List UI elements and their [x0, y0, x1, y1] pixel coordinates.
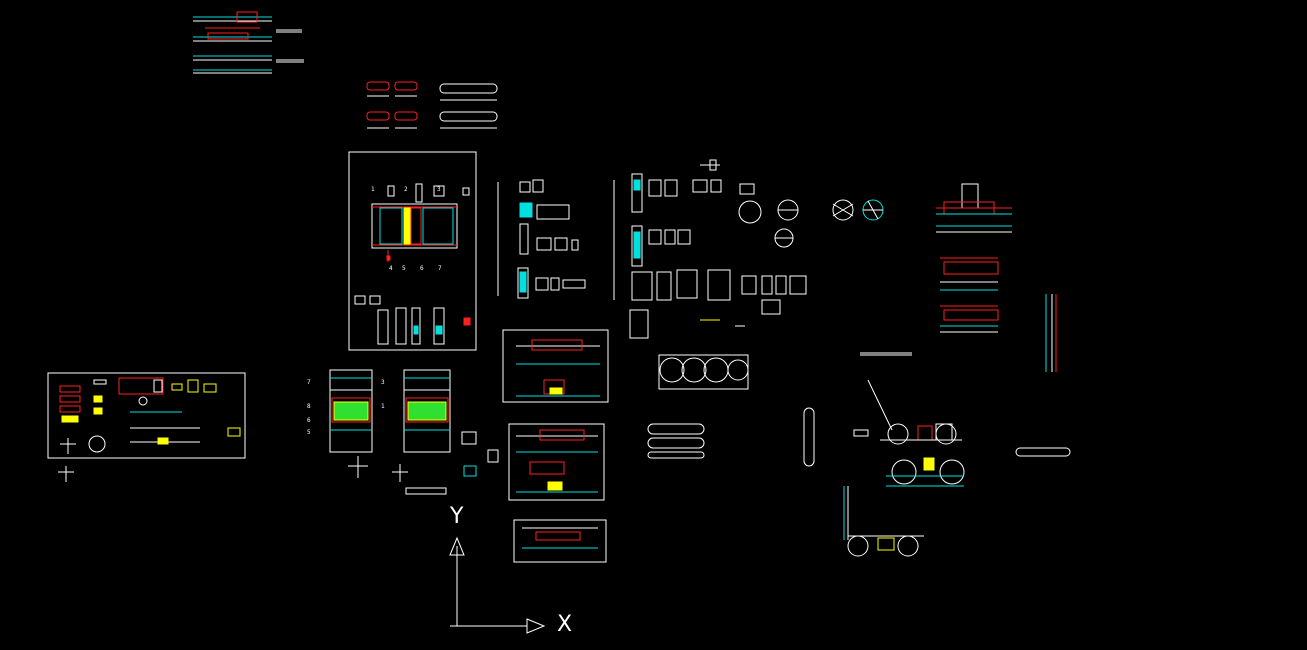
callout-5: 5: [402, 265, 406, 272]
conveyor-elevation-group[interactable]: [193, 11, 304, 74]
callout-6: 6: [420, 265, 424, 272]
front-callout-7: 7: [307, 379, 311, 386]
front-callout-5: 5: [307, 429, 311, 436]
right-conveyor-elevations[interactable]: [936, 183, 1057, 372]
cart-assemblies[interactable]: [843, 379, 965, 557]
front-callout-6: 6: [307, 417, 311, 424]
front-callout-3: 3: [381, 379, 385, 386]
section-details-column[interactable]: [497, 179, 615, 300]
bearing-details-group[interactable]: [629, 159, 912, 356]
callout-1: 1: [371, 186, 375, 193]
main-sheet-frame[interactable]: [348, 151, 477, 351]
ucs-y-label: Y: [450, 504, 464, 529]
link-plates-group[interactable]: [366, 81, 498, 129]
front-elevations[interactable]: [329, 369, 499, 495]
callout-2: 2: [404, 186, 408, 193]
legend-box[interactable]: [47, 372, 246, 482]
front-callout-1: 1: [381, 403, 385, 410]
side-elevations[interactable]: [502, 329, 609, 563]
front-callout-8: 8: [307, 403, 311, 410]
callout-7: 7: [438, 265, 442, 272]
rollers-group[interactable]: [647, 354, 1071, 467]
ucs-x-label: X: [557, 612, 573, 637]
callout-4: 4: [389, 265, 393, 272]
callout-3: 3: [437, 186, 441, 193]
ucs-icon: [449, 536, 546, 634]
